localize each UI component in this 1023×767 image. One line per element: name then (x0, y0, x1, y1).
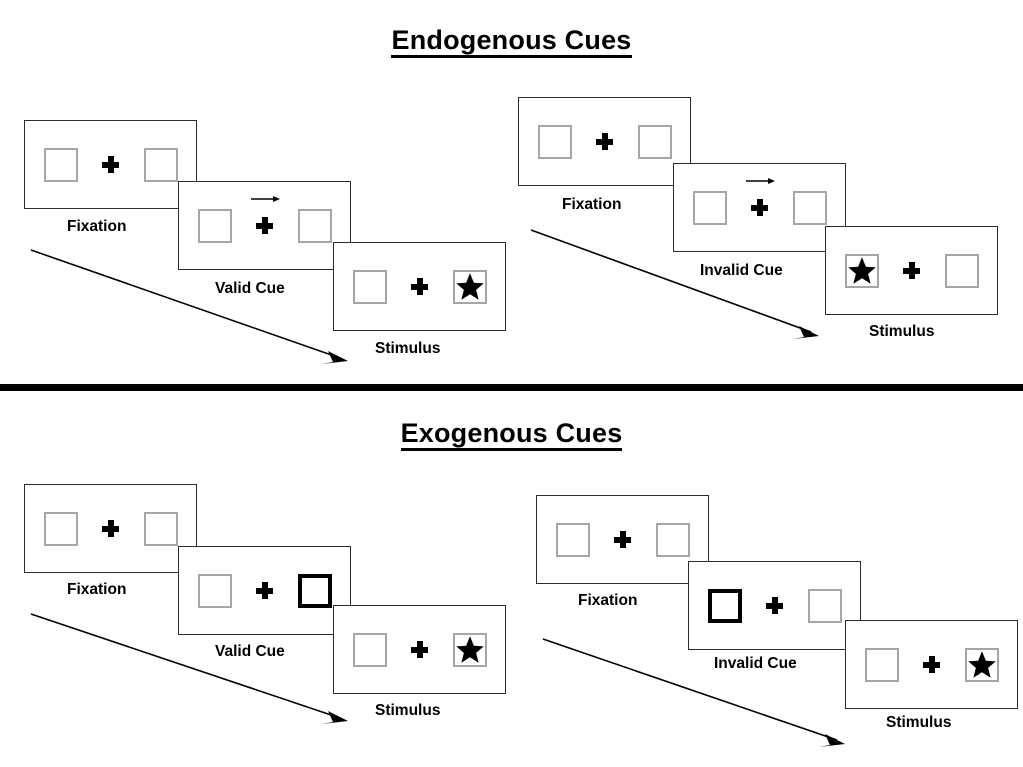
plus-icon (102, 520, 119, 537)
caption-exo-valid-cue: Valid Cue (215, 643, 285, 660)
plus-icon (411, 641, 428, 658)
star-icon (455, 635, 484, 663)
plus-icon (751, 199, 768, 216)
panel-endo-invalid-fixation[interactable] (518, 97, 691, 186)
frame-content (25, 485, 196, 572)
section-title-exogenous-text: Exogenous Cues (400, 419, 623, 452)
star-icon (967, 650, 996, 678)
stimulus-box-right (964, 647, 999, 682)
frame-content (179, 547, 350, 634)
stimulus-box-right (143, 147, 178, 182)
frame-content (179, 182, 350, 269)
frame-content (519, 98, 690, 185)
stimulus-box-right (807, 588, 842, 623)
frame-content (334, 243, 505, 330)
panel-endo-invalid-cue[interactable] (673, 163, 846, 252)
section-title-endogenous-text: Endogenous Cues (391, 26, 632, 59)
stimulus-box-left (352, 269, 387, 304)
star-icon (455, 272, 484, 300)
stimulus-box-left (555, 522, 590, 557)
plus-icon (766, 597, 783, 614)
stimulus-box-right (792, 190, 827, 225)
frame-content (846, 621, 1017, 708)
plus-icon (411, 278, 428, 295)
stimulus-box-right (452, 269, 487, 304)
fixation-cross-wrap (917, 648, 947, 682)
caption-endo-invalid-stimulus: Stimulus (869, 323, 935, 340)
flow-arrow-exogenous-invalid (542, 638, 845, 747)
frame-content (674, 164, 845, 251)
stimulus-box-right (637, 124, 672, 159)
fixation-cross-wrap (96, 512, 126, 546)
fixation-cross-wrap (96, 148, 126, 182)
fixation-cross-wrap (760, 589, 790, 623)
stimulus-box-left (197, 573, 232, 608)
plus-icon (923, 656, 940, 673)
frame-content (334, 606, 505, 693)
stimulus-box-left (352, 632, 387, 667)
panel-exo-invalid-stimulus[interactable] (845, 620, 1018, 709)
stimulus-box-right (143, 511, 178, 546)
stimulus-box-right (452, 632, 487, 667)
panel-exo-valid-stimulus[interactable] (333, 605, 506, 694)
caption-exo-valid-stimulus: Stimulus (375, 702, 441, 719)
arrow-right-icon (250, 195, 280, 202)
fixation-cross-wrap (405, 633, 435, 667)
caption-exo-invalid-cue: Invalid Cue (714, 655, 797, 672)
section-divider (0, 384, 1023, 391)
fixation-cross-wrap (405, 270, 435, 304)
plus-icon (256, 217, 273, 234)
fixation-cross-wrap (250, 574, 280, 608)
frame-content (826, 227, 997, 314)
stimulus-box-right (297, 208, 332, 243)
stimulus-box-left (844, 253, 879, 288)
stimulus-box-left-cued (707, 588, 742, 623)
panel-exo-invalid-fixation[interactable] (536, 495, 709, 584)
plus-icon (903, 262, 920, 279)
stimulus-box-left (537, 124, 572, 159)
panel-exo-valid-fixation[interactable] (24, 484, 197, 573)
stimulus-box-left (197, 208, 232, 243)
plus-icon (614, 531, 631, 548)
panel-endo-valid-fixation[interactable] (24, 120, 197, 209)
fixation-cross-wrap (608, 523, 638, 557)
caption-exo-valid-fixation: Fixation (67, 581, 127, 598)
frame-content (689, 562, 860, 649)
arrow-right-icon (745, 177, 775, 184)
frame-content (537, 496, 708, 583)
stimulus-box-left (43, 147, 78, 182)
plus-icon (256, 582, 273, 599)
caption-exo-invalid-stimulus: Stimulus (886, 714, 952, 731)
caption-endo-valid-stimulus: Stimulus (375, 340, 441, 357)
caption-endo-invalid-fixation: Fixation (562, 196, 622, 213)
caption-endo-invalid-cue: Invalid Cue (700, 262, 783, 279)
caption-exo-invalid-fixation: Fixation (578, 592, 638, 609)
frame-content (25, 121, 196, 208)
star-icon (847, 256, 876, 284)
stimulus-box-right-cued (297, 573, 332, 608)
panel-endo-invalid-stimulus[interactable] (825, 226, 998, 315)
fixation-cross-wrap (590, 125, 620, 159)
section-title-exogenous: Exogenous Cues (0, 418, 1023, 452)
section-title-endogenous: Endogenous Cues (0, 25, 1023, 59)
stimulus-box-right (944, 253, 979, 288)
caption-endo-valid-cue: Valid Cue (215, 280, 285, 297)
panel-exo-invalid-cue[interactable] (688, 561, 861, 650)
plus-icon (596, 133, 613, 150)
fixation-cross-wrap (250, 195, 280, 243)
panel-endo-valid-cue[interactable] (178, 181, 351, 270)
stimulus-box-left (692, 190, 727, 225)
stimulus-box-left (43, 511, 78, 546)
panel-exo-valid-cue[interactable] (178, 546, 351, 635)
stimulus-box-right (655, 522, 690, 557)
stimulus-box-left (864, 647, 899, 682)
fixation-cross-wrap (745, 177, 775, 225)
fixation-cross-wrap (897, 254, 927, 288)
panel-endo-valid-stimulus[interactable] (333, 242, 506, 331)
caption-endo-valid-fixation: Fixation (67, 218, 127, 235)
plus-icon (102, 156, 119, 173)
